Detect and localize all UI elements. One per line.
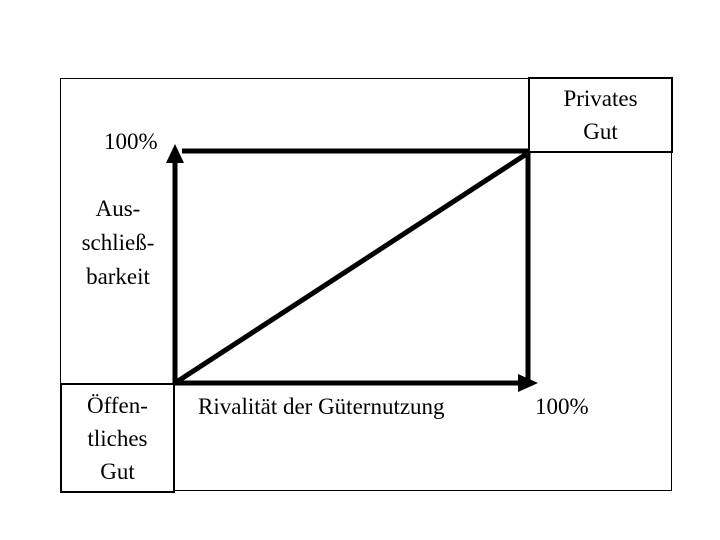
public-good-label-line-2: tliches [87, 425, 148, 451]
y-axis-label-line-2: schließ- [81, 230, 155, 255]
public-good-label-line-1: Öffen- [87, 392, 148, 418]
x-axis-max-label: 100% [535, 394, 589, 419]
private-good-box: Privates Gut [528, 77, 673, 153]
y-axis-arrowhead [166, 144, 184, 163]
diagonal-line [173, 150, 530, 386]
y-axis-label: Aus- schließ- barkeit [68, 192, 168, 294]
public-good-box: Öffen- tliches Gut [60, 383, 175, 493]
y-axis-max-label: 100% [104, 129, 158, 154]
y-axis-label-line-1: Aus- [95, 196, 141, 221]
y-axis-label-line-3: barkeit [86, 264, 150, 289]
public-good-label-line-3: Gut [100, 458, 135, 484]
private-good-label-line-2: Gut [583, 119, 618, 144]
x-axis-label: Rivalität der Güternutzung [198, 394, 445, 419]
private-good-label-line-1: Privates [563, 86, 638, 111]
diagram-frame [60, 78, 672, 491]
